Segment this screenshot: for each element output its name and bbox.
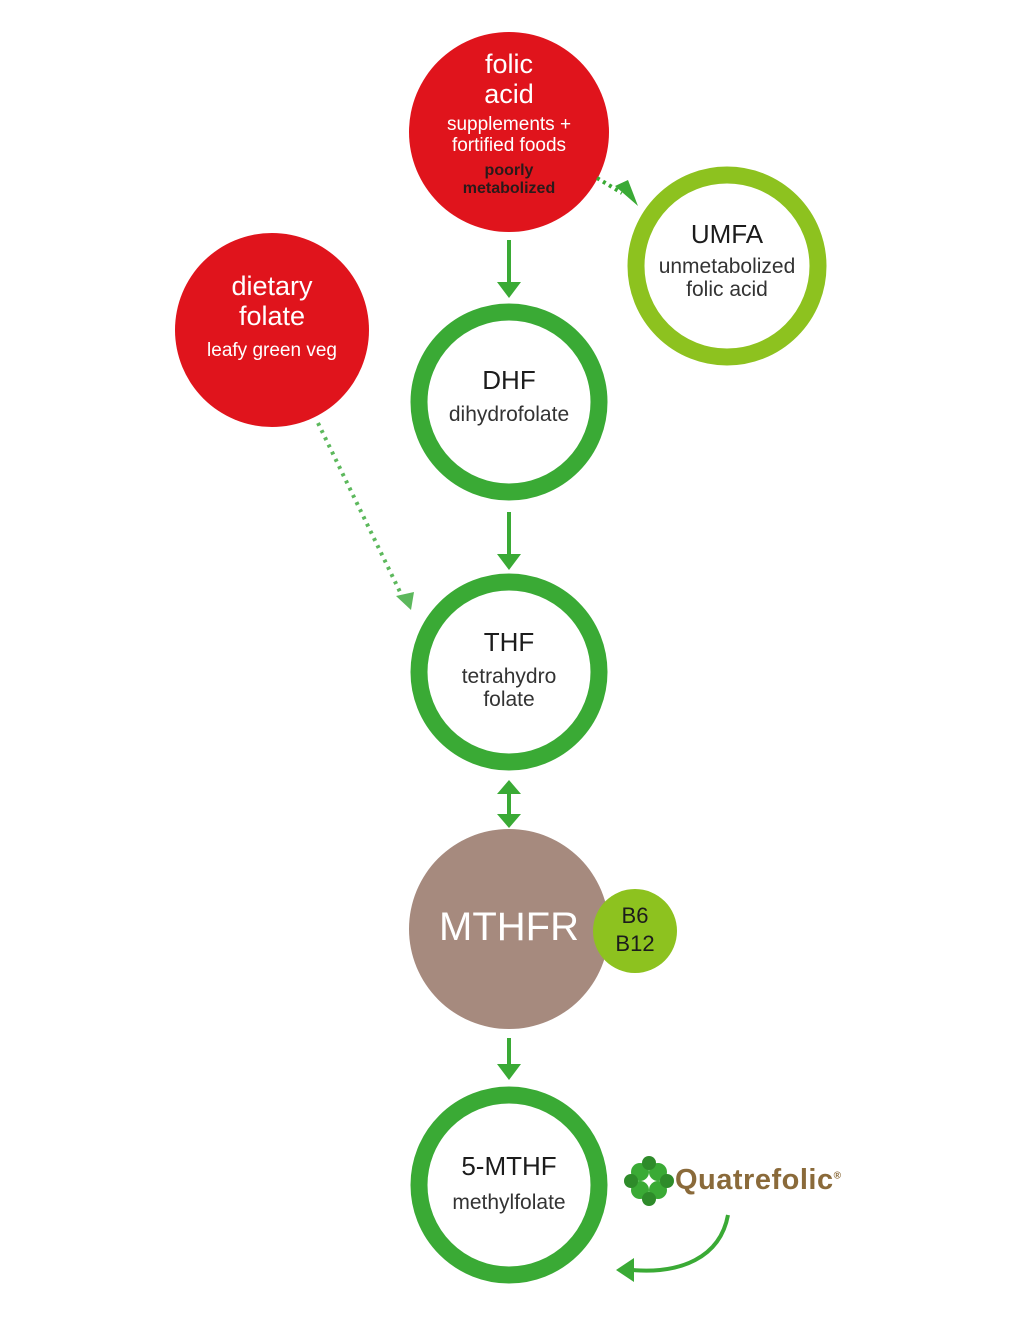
dhf-desc: dihydrofolate [448, 402, 570, 426]
thf-node [410, 573, 608, 771]
arrow-mthfr-to-5mthf [497, 1038, 521, 1080]
thf-label: THF tetrahydro folate [419, 628, 599, 711]
dietary-folate-sub: leafy green veg [207, 340, 337, 362]
vitamin-b12: B12 [615, 930, 655, 956]
thf-title: THF [483, 627, 535, 657]
folic-acid-note-1: poorly [484, 162, 534, 180]
five-mthf-label: 5-MTHF methylfolate [419, 1152, 599, 1214]
dietary-folate-title-2: folate [238, 300, 306, 331]
folic-acid-sub-2: fortified foods [451, 135, 567, 157]
umfa-label: UMFA unmetabolized folic acid [637, 220, 817, 301]
dhf-title: DHF [482, 365, 536, 395]
dotted-arrow-folic-acid-to-umfa [595, 176, 638, 206]
folic-acid-title-2: acid [484, 78, 534, 109]
five-mthf-node [410, 1086, 608, 1284]
umfa-desc-2: folic acid [686, 277, 768, 301]
dietary-folate-title-1: dietary [231, 271, 313, 301]
thf-desc-2: folate [483, 687, 535, 711]
four-leaf-clover-icon [624, 1156, 674, 1206]
dotted-arrow-dietary-folate-to-thf [316, 422, 414, 610]
folic-acid-label: folic acid supplements + fortified foods… [409, 49, 609, 197]
vitamin-b6: B6 [621, 903, 649, 928]
dhf-node [410, 303, 608, 501]
mthfr-title: MTHFR [439, 905, 579, 949]
arrow-thf-mthfr-bidirectional [497, 780, 521, 828]
dietary-folate-label: dietary folate leafy green veg [175, 271, 369, 362]
umfa-node [627, 166, 827, 366]
registered-mark: ® [833, 1170, 842, 1182]
mthfr-label: MTHFR [409, 905, 609, 949]
umfa-desc-1: unmetabolized [658, 254, 796, 278]
mthfr-node [409, 829, 609, 1029]
thf-desc-1: tetrahydro [461, 664, 557, 688]
vitamin-cofactor-node [593, 889, 677, 973]
quatrefolic-logo-name: Quatrefolic [675, 1164, 834, 1196]
dietary-folate-node [175, 233, 369, 427]
five-mthf-desc: methylfolate [452, 1190, 566, 1214]
folic-acid-sub-1: supplements + [446, 114, 572, 136]
folic-acid-note-2: metabolized [462, 179, 556, 197]
arrow-folic-acid-to-dhf [497, 240, 521, 298]
vitamin-label: B6 B12 [600, 902, 670, 957]
umfa-title: UMFA [690, 219, 764, 249]
quatrefolic-logo: Quatrefolic® [675, 1164, 841, 1197]
curved-arrow-quatrefolic-to-5mthf [616, 1214, 730, 1282]
dhf-label: DHF dihydrofolate [419, 366, 599, 426]
five-mthf-title: 5-MTHF [461, 1151, 557, 1181]
folic-acid-node [409, 32, 609, 232]
arrow-dhf-to-thf [497, 512, 521, 570]
folic-acid-title-1: folic [484, 49, 533, 79]
